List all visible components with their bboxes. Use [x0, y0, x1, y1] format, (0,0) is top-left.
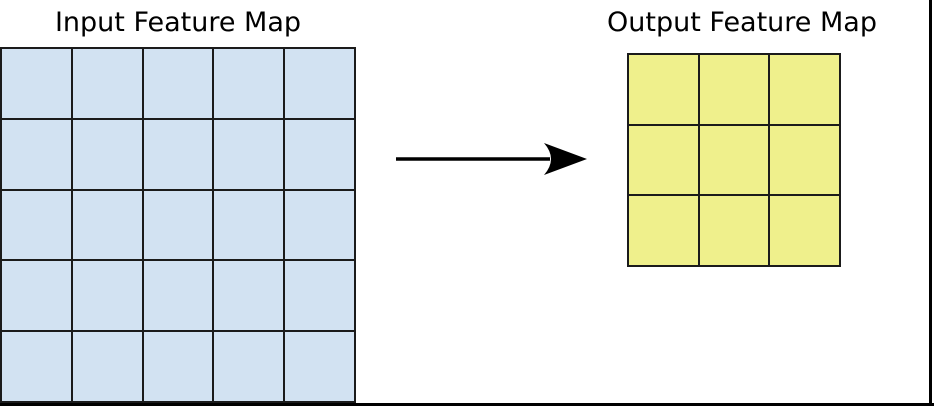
input-feature-map-grid: [0, 47, 356, 403]
output-grid-cell: [770, 55, 839, 124]
input-grid-cell: [72, 190, 142, 260]
input-grid-cell: [72, 261, 142, 331]
arrow-head: [544, 143, 587, 175]
input-grid-cell: [214, 190, 284, 260]
input-grid-cell: [214, 261, 284, 331]
input-grid-cell: [214, 49, 284, 118]
output-grid-cell: [699, 196, 769, 265]
input-grid-cell: [2, 49, 71, 118]
input-grid-cell: [285, 49, 354, 118]
input-grid-cell: [285, 261, 354, 331]
input-grid-cell: [285, 332, 354, 401]
output-feature-map-grid: [627, 53, 841, 267]
input-grid-cell: [143, 261, 213, 331]
input-grid-cell: [143, 190, 213, 260]
right-arrow-icon: [396, 143, 587, 175]
input-grid-cell: [143, 119, 213, 189]
output-grid-cell: [629, 125, 698, 195]
output-grid-cell: [699, 125, 769, 195]
output-grid-cell: [770, 125, 839, 195]
input-grid-cell: [2, 261, 71, 331]
output-grid-cell: [629, 55, 698, 124]
input-grid-cell: [143, 332, 213, 401]
input-grid-cell: [72, 49, 142, 118]
input-grid-cell: [72, 119, 142, 189]
input-feature-map-title: Input Feature Map: [54, 7, 302, 38]
figure-frame-bottom: [0, 403, 934, 406]
input-grid-cell: [2, 190, 71, 260]
figure-frame-right: [929, 0, 932, 406]
output-grid-cell: [629, 196, 698, 265]
input-grid-cell: [72, 332, 142, 401]
output-grid-cell: [699, 55, 769, 124]
input-grid-cell: [2, 332, 71, 401]
input-grid-cell: [214, 119, 284, 189]
input-grid-cell: [2, 119, 71, 189]
input-grid-cell: [285, 119, 354, 189]
input-grid-cell: [214, 332, 284, 401]
output-feature-map-title: Output Feature Map: [607, 7, 877, 38]
input-grid-cell: [143, 49, 213, 118]
output-grid-cell: [770, 196, 839, 265]
input-grid-cell: [285, 190, 354, 260]
